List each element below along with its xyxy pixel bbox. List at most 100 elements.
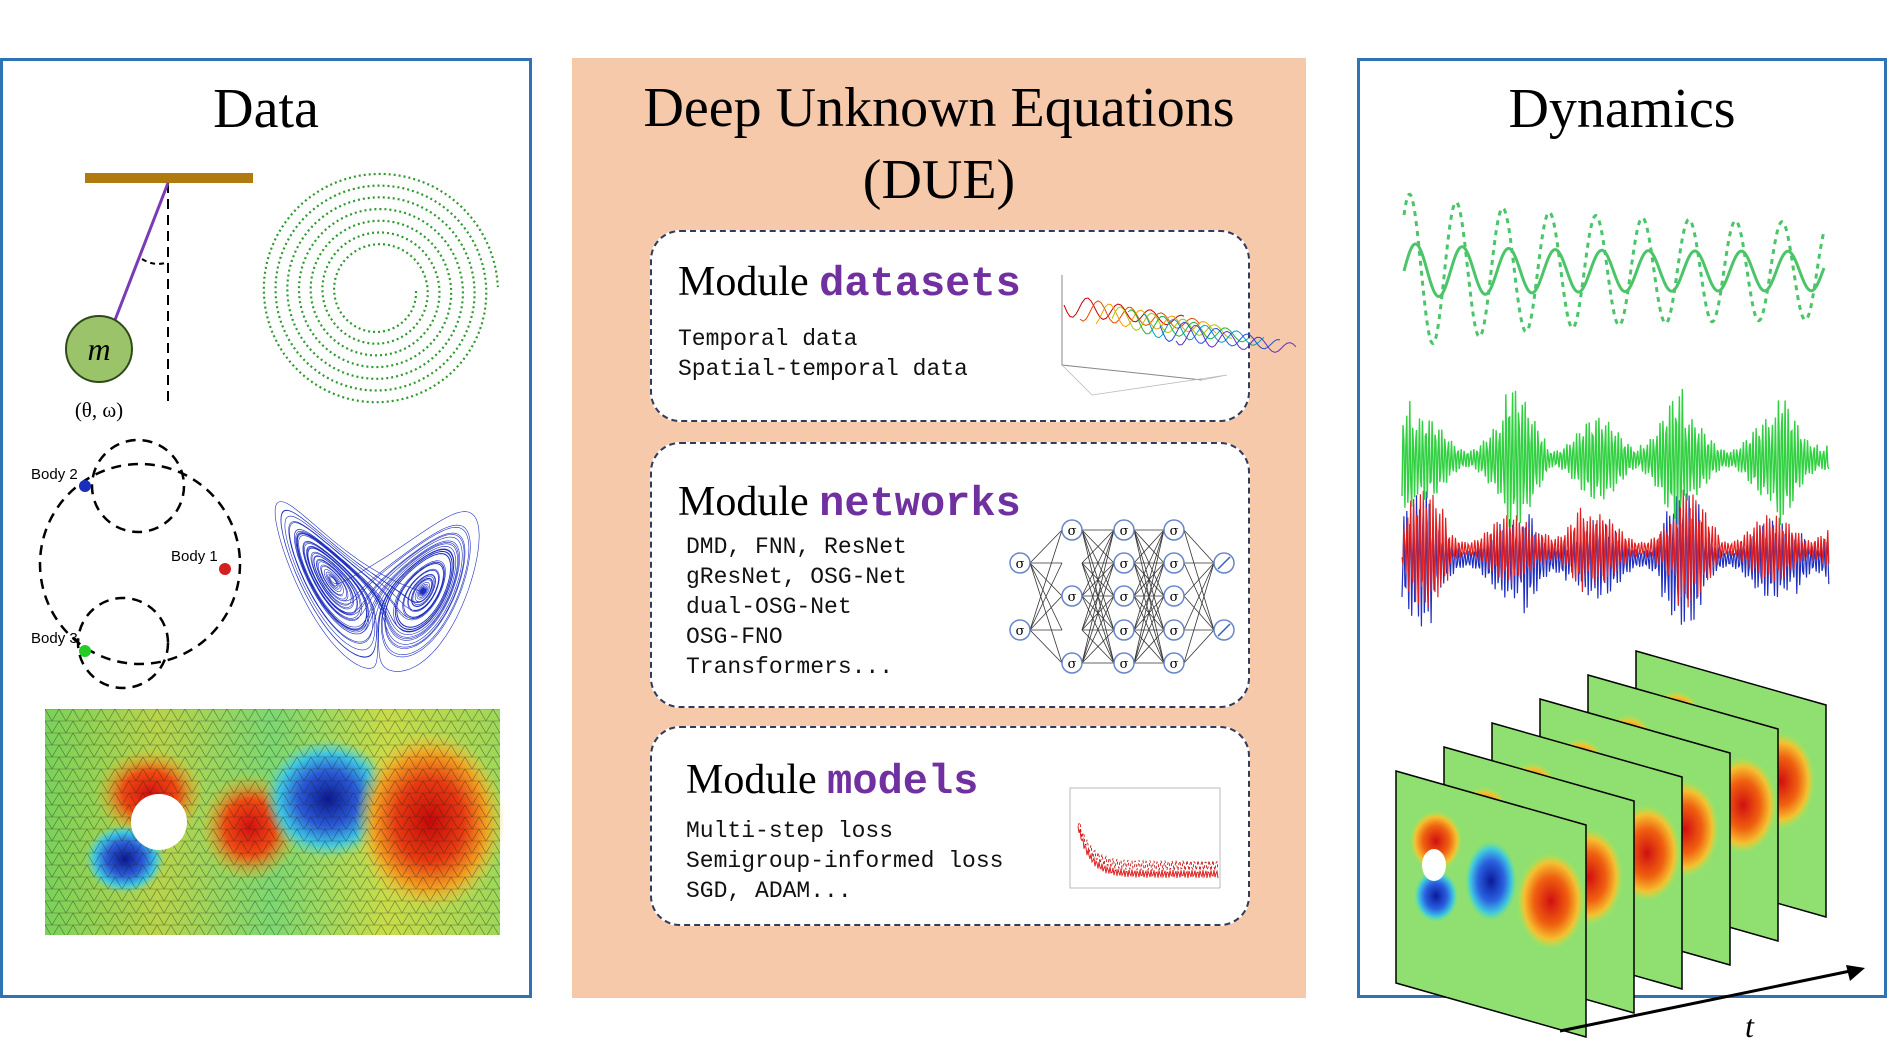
oscillation-dashed-curve [1402,192,1826,346]
time-axis-arrow [1559,967,1861,1033]
body-3-label: Body 3 [31,630,78,647]
network-edge [1029,529,1063,631]
due-title-line2: (DUE) [862,149,1016,211]
module-models-keyword: models [827,758,979,806]
network-edge [1081,529,1115,564]
sigma-node-label: σ [1016,624,1025,639]
module-models-item: Multi-step loss [686,818,894,844]
waterfall-axes-depth [1061,364,1228,396]
pendulum-illustration: m (θ, ω) [65,173,253,422]
module-models-list: Multi-step loss Semigroup-informed loss … [686,816,1003,906]
sigma-node-label: σ [1120,524,1129,539]
network-node [1163,519,1185,541]
sigma-node-label: σ [1170,657,1179,672]
network-edge [1133,529,1165,664]
network-edge [1029,562,1063,631]
network-node [1163,619,1185,641]
waterfall-trace [1095,303,1217,334]
module-models-prefix: Module [686,757,817,803]
loss-curve-secondary [1077,821,1219,872]
module-datasets-card: Module datasets Temporal data Spatial-te… [650,230,1297,422]
sigma-node-label: σ [1170,624,1179,639]
sigma-node-label: σ [1120,657,1129,672]
network-edge [1133,629,1165,664]
cylinder-flow-mesh [45,709,505,935]
network-edge [1081,629,1115,664]
network-edge [1029,595,1063,631]
flow-field-time-frames: t [1395,650,1865,1044]
network-edge [1183,562,1215,631]
module-networks-card: Module networks DMD, FNN, ResNet gResNet… [650,442,1250,708]
module-datasets-item: Temporal data [678,326,858,352]
dynamics-panel: Dynamics t [1357,58,1887,1044]
module-datasets-prefix: Module [678,259,809,305]
network-edge [1081,529,1115,664]
body-1-label: Body 1 [171,548,218,565]
network-node [1113,619,1135,641]
network-node [1061,652,1083,674]
module-models-heading: Module models [686,756,978,806]
linear-activation-icon [1217,623,1231,637]
spiral-phase-portrait [262,172,499,404]
sigma-node-label: σ [1068,524,1077,539]
body-2-label: Body 2 [31,466,78,483]
chaotic-trajectory [1401,388,1830,627]
module-datasets-keyword: datasets [819,260,1021,308]
network-node [1113,585,1135,607]
module-networks-item: dual-OSG-Net [686,594,852,620]
waterfall-trace [1159,321,1281,350]
loss-curve [1077,825,1219,879]
lorenz-attractor [274,501,480,672]
sigma-node-label: σ [1170,524,1179,539]
module-networks-item: DMD, FNN, ResNet [686,534,907,560]
network-edge [1133,529,1165,564]
training-loss-plot [1069,787,1221,889]
network-node [1163,552,1185,574]
network-node [1163,585,1185,607]
sigma-node-label: σ [1068,657,1077,672]
network-edge [1029,529,1063,564]
network-node [1113,519,1135,541]
oscillation-trajectory [1402,192,1826,346]
sigma-node-label: σ [1016,557,1025,572]
module-datasets-item: Spatial-temporal data [678,356,968,382]
network-node [1163,652,1185,674]
waterfall-trace [1111,306,1233,339]
sigma-node-label: σ [1120,557,1129,572]
network-edge [1133,529,1165,631]
network-node [1061,519,1083,541]
module-datasets-list: Temporal data Spatial-temporal data [678,324,968,384]
network-edge [1081,529,1115,597]
pendulum-state-label: (θ, ω) [75,398,123,422]
network-edge [1183,629,1215,664]
dynamics-panel-title: Dynamics [1508,78,1736,140]
data-panel: Data m (θ, ω) Body 2 Body 1 Body 3 [0,58,532,998]
spiral-curve [262,172,499,404]
module-networks-item: OSG-FNO [686,624,783,650]
module-networks-keyword: networks [819,480,1021,528]
waterfall-trace [1143,313,1265,346]
network-edge [1133,562,1165,664]
linear-activation-icon [1217,556,1231,570]
module-networks-heading: Module networks [678,478,1021,528]
data-panel-title: Data [213,78,319,140]
sigma-node-label: σ [1170,590,1179,605]
network-node [1009,552,1031,574]
network-edge [1133,529,1165,597]
time-axis-label: t [1745,1008,1755,1044]
network-node [1061,585,1083,607]
network-node [1009,619,1031,641]
network-edge [1183,562,1215,597]
sigma-node-label: σ [1120,590,1129,605]
due-panel: Deep Unknown Equations (DUE) Module data… [572,58,1306,998]
module-datasets-heading: Module datasets [678,258,1021,308]
chaotic-series [1401,491,1830,627]
waterfall-trace [1127,309,1249,343]
three-body-orbits: Body 2 Body 1 Body 3 [31,438,242,690]
module-networks-item: Transformers... [686,654,894,680]
module-networks-prefix: Module [678,479,809,525]
network-edge [1029,629,1063,664]
network-edge [1183,562,1215,664]
network-node [1113,552,1135,574]
